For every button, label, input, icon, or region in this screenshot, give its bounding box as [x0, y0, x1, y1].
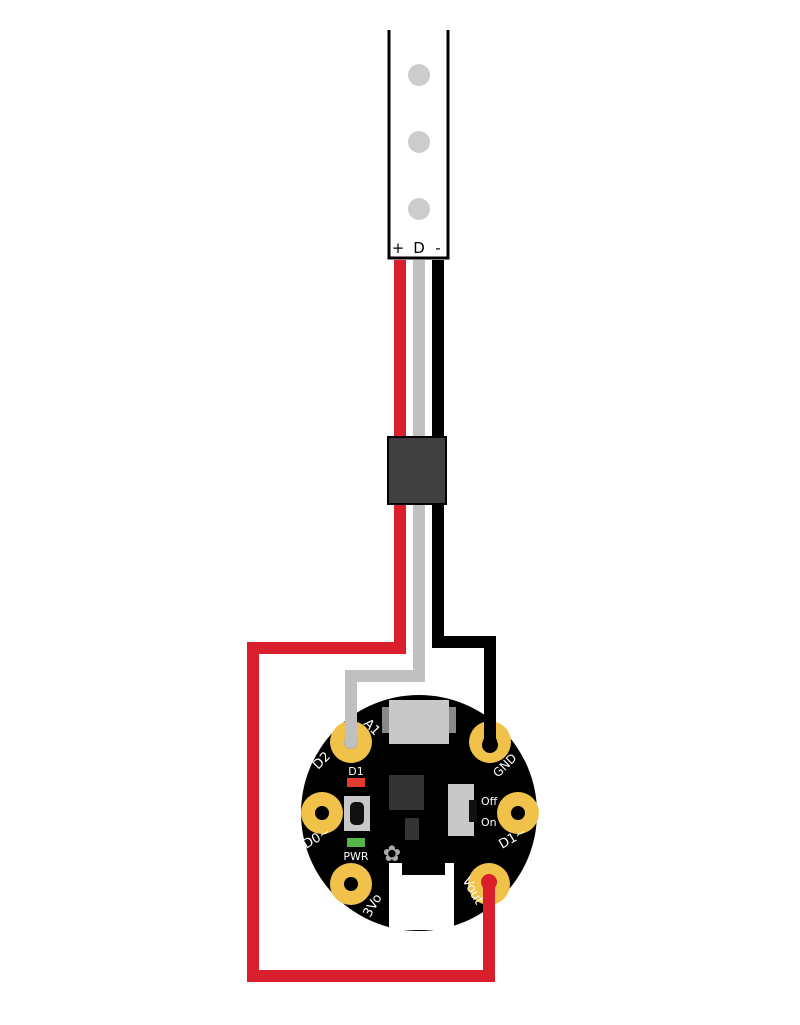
component-edge: [382, 707, 392, 733]
switch-on-label: On: [481, 816, 497, 829]
led-pwr-label: PWR: [343, 850, 369, 863]
led-d1: [347, 778, 365, 787]
battery-connector: [389, 863, 454, 930]
led-icon: [408, 198, 430, 220]
switch-off-label: Off: [481, 795, 498, 808]
led-icon: [408, 131, 430, 153]
strip-pin-minus-label: -: [435, 239, 440, 257]
led-d1-label: D1: [348, 765, 363, 778]
led-pwr: [347, 838, 365, 847]
pad-3vo: [330, 863, 372, 905]
star-logo-icon: ✿: [383, 842, 401, 867]
top-component: [389, 700, 449, 744]
switch-slider: [469, 800, 477, 822]
component-edge: [446, 707, 456, 733]
inline-connector: [387, 436, 447, 505]
led-icon: [408, 64, 430, 86]
power-wire: [247, 260, 495, 982]
reset-button-cap: [350, 802, 364, 825]
strip-pin-plus-label: +: [392, 239, 405, 257]
pad-d1: [497, 792, 539, 834]
small-chip: [405, 818, 419, 840]
gemma-board: ✿ A1 D2 GND D0~ D1~ 3Vo Vout D1 PWR Off …: [301, 695, 539, 940]
strip-pin-data-label: D: [413, 239, 425, 257]
led-strip: + D -: [387, 30, 450, 260]
pad-d0: [301, 792, 343, 834]
chip: [389, 775, 424, 810]
